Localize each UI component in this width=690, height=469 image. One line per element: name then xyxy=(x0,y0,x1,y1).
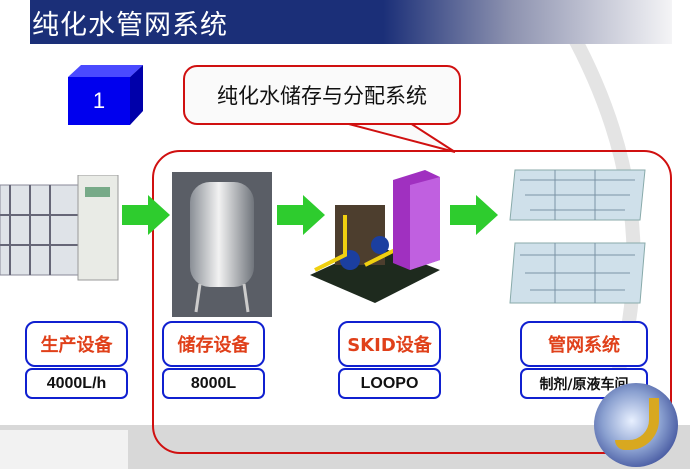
production-equipment-image xyxy=(0,175,119,281)
arrow-right-icon xyxy=(122,195,170,235)
storage-distribution-group xyxy=(152,150,672,454)
step-cube: 1 xyxy=(68,65,143,125)
logo-mark xyxy=(615,398,659,450)
stage-value-production: 4000L/h xyxy=(25,368,128,399)
page-title: 纯化水管网系统 xyxy=(32,10,228,41)
callout-bubble: 纯化水储存与分配系统 xyxy=(183,65,461,125)
stage-label-production: 生产设备 xyxy=(25,321,128,367)
pipe-network-image xyxy=(509,169,646,304)
footer-band-left xyxy=(0,430,128,469)
stage-value-skid: LOOPO xyxy=(338,368,441,399)
stage-value-storage: 8000L xyxy=(162,368,265,399)
stage-label-storage: 储存设备 xyxy=(162,321,265,367)
storage-tank-image xyxy=(172,172,272,317)
arrow-right-icon xyxy=(450,195,498,235)
arrow-right-icon xyxy=(277,195,325,235)
stage-label-skid: SKID设备 xyxy=(338,321,441,367)
cube-icon xyxy=(68,65,143,125)
stage-label-network: 管网系统 xyxy=(520,321,648,367)
step-number: 1 xyxy=(68,77,130,125)
skid-equipment-image xyxy=(310,170,440,303)
title-bar xyxy=(30,0,672,44)
